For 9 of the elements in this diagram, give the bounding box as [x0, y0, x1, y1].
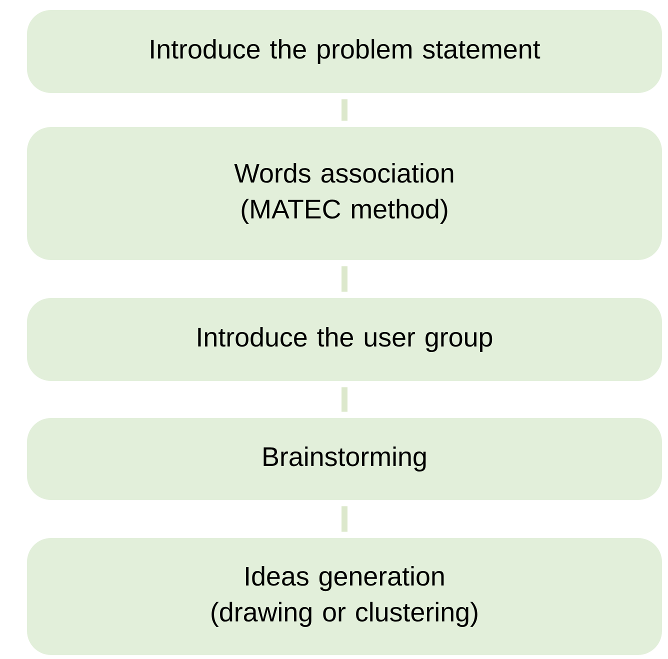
- connector-line: [342, 506, 348, 532]
- step-box: Introduce the user group: [27, 298, 662, 381]
- connector-line: [342, 99, 348, 121]
- step-box: Brainstorming: [27, 418, 662, 500]
- step-box: Ideas generation (drawing or clustering): [27, 538, 662, 655]
- connector-line: [342, 266, 348, 292]
- step-box: Words association (MATEC method): [27, 127, 662, 260]
- connector-line: [342, 387, 348, 412]
- step-box: Introduce the problem statement: [27, 10, 662, 93]
